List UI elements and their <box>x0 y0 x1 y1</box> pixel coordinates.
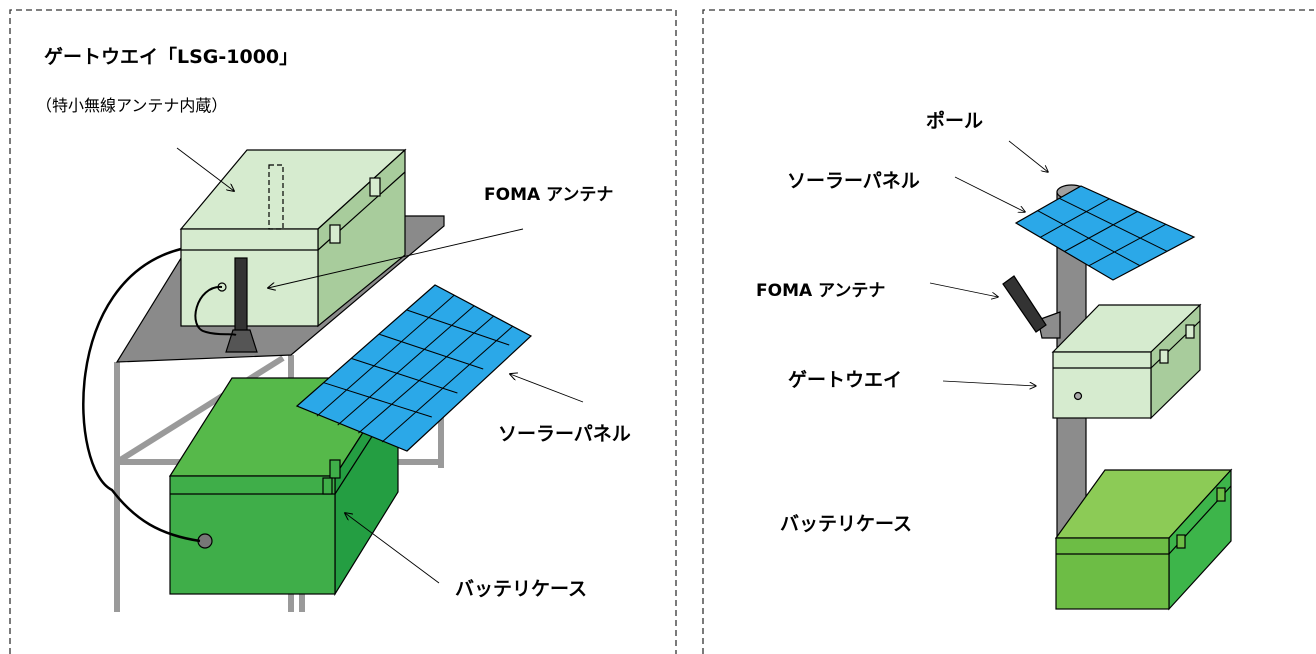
foma-antenna-right <box>1002 275 1061 339</box>
power-cable <box>82 247 201 543</box>
left-foma-label: FOMA アンテナ <box>484 185 613 205</box>
arrow-to-battery-left <box>345 513 440 584</box>
left-subtitle: （特小無線アンテナ内蔵） <box>36 96 227 115</box>
left-title: ゲートウエイ「LSG-1000」 <box>44 45 298 68</box>
right-foma-label: FOMA アンテナ <box>756 281 885 301</box>
solar-panel-right <box>1014 185 1196 281</box>
arrow-to-foma-right <box>929 282 998 297</box>
right-pole-label: ポール <box>926 109 983 132</box>
arrow-to-foma-left <box>268 228 524 288</box>
left-illustration <box>82 147 584 612</box>
right-gateway-label: ゲートウエイ <box>788 369 902 391</box>
gateway-box-right <box>1051 303 1202 420</box>
solar-panel-left <box>295 284 533 452</box>
right-solar-label: ソーラーパネル <box>787 170 920 192</box>
arrow-to-solar-left <box>510 374 584 403</box>
left-solar-label: ソーラーパネル <box>498 423 631 445</box>
left-panel-border <box>9 9 677 654</box>
foma-antenna-left <box>225 257 258 353</box>
right-illustration <box>929 140 1233 611</box>
battery-case-right <box>1054 468 1233 611</box>
arrow-to-pole <box>1008 140 1048 172</box>
arrow-to-solar-right <box>954 176 1025 212</box>
antenna-cable <box>194 285 237 336</box>
arrow-to-gateway-right <box>942 380 1036 386</box>
arrow-to-gateway-top <box>176 147 234 191</box>
right-panel-border <box>702 9 1314 654</box>
right-battery-label: バッテリケース <box>780 513 912 535</box>
left-battery-label: バッテリケース <box>455 578 587 600</box>
gateway-box-left <box>179 148 407 328</box>
